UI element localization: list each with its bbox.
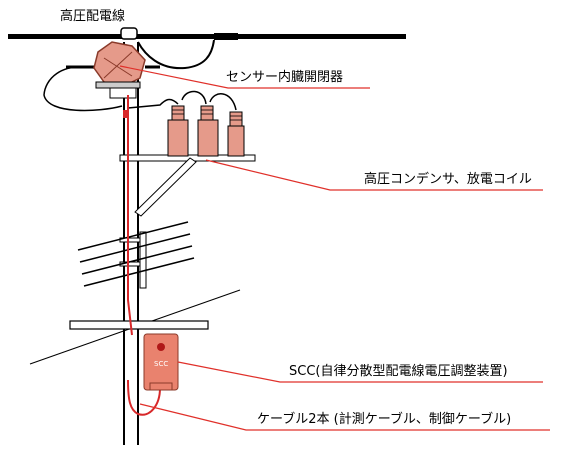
brace [134,157,197,217]
scc-device-label: SCC [154,360,169,368]
capacitor-2 [197,105,219,157]
leader-cable [139,403,550,431]
high-voltage-line [8,34,406,39]
sensor-switch [93,41,146,99]
top-insulator [120,27,138,40]
jumper-wire-left [43,66,123,112]
leader-capacitor [205,159,543,191]
scc-device [143,333,179,391]
label-scc: SCC(自律分散型配電線電圧調整装置) [289,364,508,379]
label-sensor-switch: センサー内臓開閉器 [226,70,344,85]
capacitor-1 [167,105,189,157]
discharge-coil [227,111,245,157]
label-high-voltage-line: 高圧配電線 [60,9,126,24]
leader-scc [177,361,543,383]
cable-to-scc-loop [127,379,161,416]
label-cable: ケーブル2本 (計測ケーブル、制御ケーブル) [257,412,512,427]
bottom-crossarm [69,320,209,330]
jumper-wire-right [137,39,215,70]
control-cable [127,95,133,336]
low-voltage-lines [77,221,195,287]
label-capacitor: 高圧コンデンサ、放電コイル [364,172,532,187]
leader-switch [119,65,370,89]
